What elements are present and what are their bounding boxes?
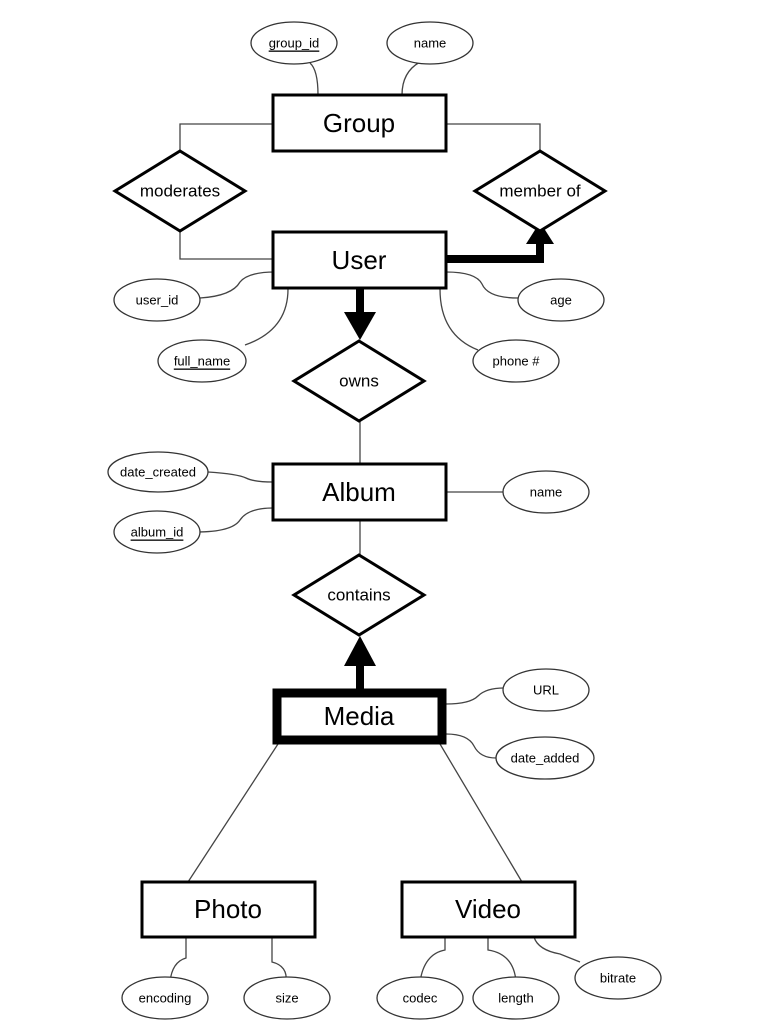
attribute-date-created: date_created (107, 451, 209, 493)
attribute-album-name-label: name (530, 485, 563, 500)
relationship-owns-label: owns (339, 372, 379, 391)
attribute-phone: phone # (472, 339, 560, 383)
connector-user-id (199, 271, 276, 299)
attribute-album-id: album_id (113, 510, 201, 554)
attribute-date-added: date_added (495, 736, 595, 780)
attribute-url: URL (502, 668, 590, 712)
entity-photo: Photo (140, 880, 317, 939)
connector-size (271, 937, 287, 983)
connector-full-name (244, 288, 289, 346)
attribute-group-name: name (386, 21, 474, 65)
relationship-member-of: member of (472, 149, 608, 233)
relationship-moderates-label: moderates (140, 182, 220, 201)
attribute-group-name-label: name (414, 36, 447, 51)
connector-age (445, 271, 519, 299)
attribute-phone-label: phone # (493, 354, 541, 369)
attribute-length-label: length (498, 991, 533, 1006)
attribute-user-id-label: user_id (136, 293, 179, 308)
connector-group-name (401, 61, 421, 96)
attribute-date-created-label: date_created (120, 465, 196, 480)
entity-video-label: Video (455, 894, 521, 924)
attribute-encoding-label: encoding (139, 991, 192, 1006)
connector-media-photo (187, 743, 279, 883)
attribute-group-id-label: group_id (269, 36, 320, 51)
entity-photo-label: Photo (194, 894, 262, 924)
connector-codec (419, 937, 446, 983)
attribute-full-name-label: full_name (174, 354, 230, 369)
attribute-size-label: size (275, 991, 298, 1006)
entity-media-label: Media (324, 701, 395, 731)
connector-moderates-user (179, 230, 273, 260)
connector-group-member-of (446, 123, 541, 151)
connector-date-created (207, 471, 274, 483)
attribute-user-id: user_id (113, 278, 201, 322)
attribute-group-id: group_id (250, 21, 338, 65)
arrow-user-member-of-line (446, 242, 544, 263)
attribute-size: size (243, 976, 331, 1020)
arrow-user-member-of-head (526, 222, 554, 244)
connector-media-video (439, 743, 523, 883)
connector-url (445, 687, 505, 705)
attribute-encoding: encoding (121, 976, 209, 1020)
connector-encoding (169, 937, 187, 983)
arrow-media-contains-head (344, 636, 376, 666)
entity-media: Media (272, 688, 447, 745)
attribute-full-name: full_name (157, 339, 247, 383)
connector-phone (439, 288, 479, 351)
attribute-bitrate-label: bitrate (600, 971, 636, 986)
bold-arrows (344, 222, 554, 692)
attribute-album-id-label: album_id (131, 525, 184, 540)
entity-group: Group (271, 93, 448, 153)
attribute-length: length (472, 976, 560, 1020)
entity-album: Album (271, 462, 448, 522)
connector-album-id (195, 507, 274, 533)
relationship-contains: contains (291, 553, 427, 637)
relationship-contains-label: contains (327, 586, 390, 605)
attribute-codec-label: codec (403, 991, 438, 1006)
relationship-member-of-label: member of (499, 182, 581, 201)
attribute-date-added-label: date_added (511, 751, 580, 766)
entity-album-label: Album (322, 477, 396, 507)
arrow-user-owns-head (344, 312, 376, 340)
connector-group-id (309, 62, 319, 96)
relationship-moderates: moderates (112, 149, 248, 233)
attribute-bitrate: bitrate (574, 956, 662, 1000)
connector-length (487, 937, 517, 983)
attribute-album-name: name (502, 470, 590, 514)
attribute-codec: codec (376, 976, 464, 1020)
connector-group-moderates (179, 123, 273, 151)
attribute-age: age (517, 278, 605, 322)
connector-bitrate (533, 936, 581, 963)
entity-group-label: Group (323, 108, 395, 138)
connector-date-added (445, 733, 497, 759)
relationship-owns: owns (291, 339, 427, 423)
attribute-age-label: age (550, 293, 572, 308)
entity-user: User (271, 230, 448, 290)
entity-video: Video (400, 880, 577, 939)
attribute-url-label: URL (533, 683, 559, 698)
entity-user-label: User (332, 245, 387, 275)
